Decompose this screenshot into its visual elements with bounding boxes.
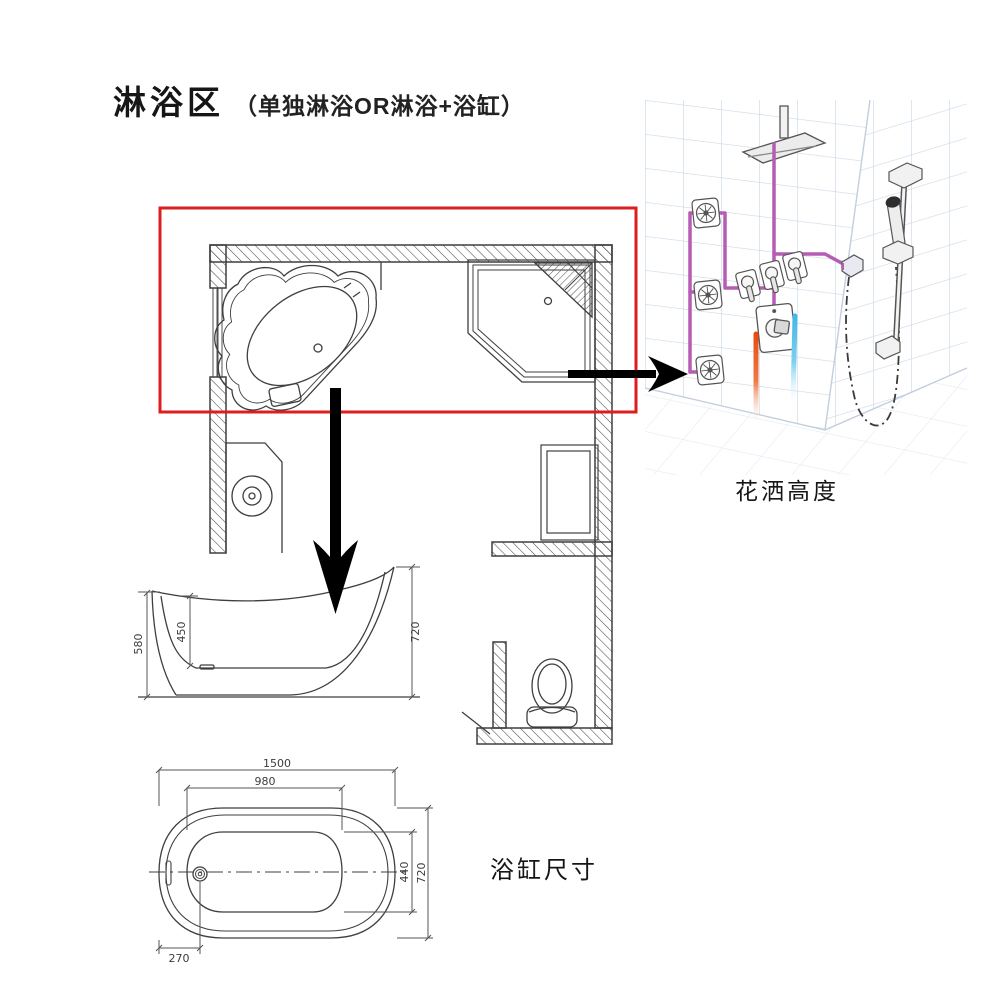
wall-stub-lower	[492, 641, 507, 729]
title-subtitle: （单独淋浴OR淋浴+浴缸）	[234, 93, 525, 119]
tub-step	[268, 382, 302, 408]
dim-label-1500: 1500	[263, 757, 291, 770]
wall-outlet-elbow	[841, 254, 864, 278]
slide-bar	[875, 162, 923, 360]
dim-label-450: 450	[175, 622, 188, 643]
mixer-valve	[755, 302, 797, 354]
top-view-dimensions: 1500 980 270 440 720	[155, 757, 433, 965]
corner-bathtub-plan	[214, 262, 382, 411]
highlight-red-box	[158, 206, 638, 414]
title-main: 淋浴区	[113, 84, 224, 121]
corner-shelf	[533, 262, 593, 319]
bathtub-side-view-drawing: 580 450 720	[132, 563, 422, 701]
dim-label-720: 720	[409, 622, 422, 643]
toilet-plan	[526, 658, 578, 728]
body-jet-sprays	[691, 197, 725, 386]
bathtub-top-view-drawing: 1500 980 270 440 720	[149, 757, 433, 965]
tiled-wall-background	[644, 99, 968, 475]
body-jet-icon	[693, 279, 723, 311]
tub-plan-outline	[149, 807, 405, 939]
arrow-down-to-side-view	[313, 388, 358, 614]
door-swing-line	[461, 711, 491, 735]
window-niche	[540, 444, 599, 541]
valve-icon	[735, 269, 761, 303]
wall-bottom	[461, 711, 613, 745]
dim-label-980: 980	[255, 775, 276, 788]
cold-water-pipe	[790, 313, 798, 403]
body-jet-icon	[691, 197, 721, 229]
valve-icon	[759, 260, 785, 294]
shower-valve-handles	[735, 251, 808, 303]
shower-drain	[543, 296, 553, 306]
dim-label-580: 580	[132, 634, 145, 655]
tub-faucet-marks	[343, 282, 361, 298]
bathtub-size-caption: 浴缸尺寸	[490, 857, 598, 884]
shower-enclosure-plan	[467, 259, 596, 383]
tub-profile	[138, 566, 420, 698]
valve-icon	[782, 251, 808, 285]
shower-hose	[845, 266, 900, 427]
dim-label-270: 270	[169, 952, 190, 965]
wall-left	[209, 244, 227, 554]
hand-shower	[882, 196, 914, 265]
callout-arrows	[313, 356, 688, 614]
body-jet-icon	[695, 354, 725, 386]
shower-height-caption: 花洒高度	[735, 478, 839, 504]
wall-shelf	[491, 541, 613, 557]
dim-label-440: 440	[398, 862, 411, 883]
shower-fixture-illustration	[644, 99, 968, 475]
dim-label-720-width: 720	[415, 863, 428, 884]
tub-drain	[313, 343, 323, 353]
rain-shower-head	[741, 105, 827, 164]
side-view-dimensions: 580 450 720	[132, 563, 422, 701]
washing-machine-plan	[225, 442, 283, 553]
page-title: 淋浴区 （单独淋浴OR淋浴+浴缸）	[113, 76, 525, 124]
arrow-right-to-shower-photo	[568, 356, 688, 392]
floor-plan	[158, 206, 688, 745]
